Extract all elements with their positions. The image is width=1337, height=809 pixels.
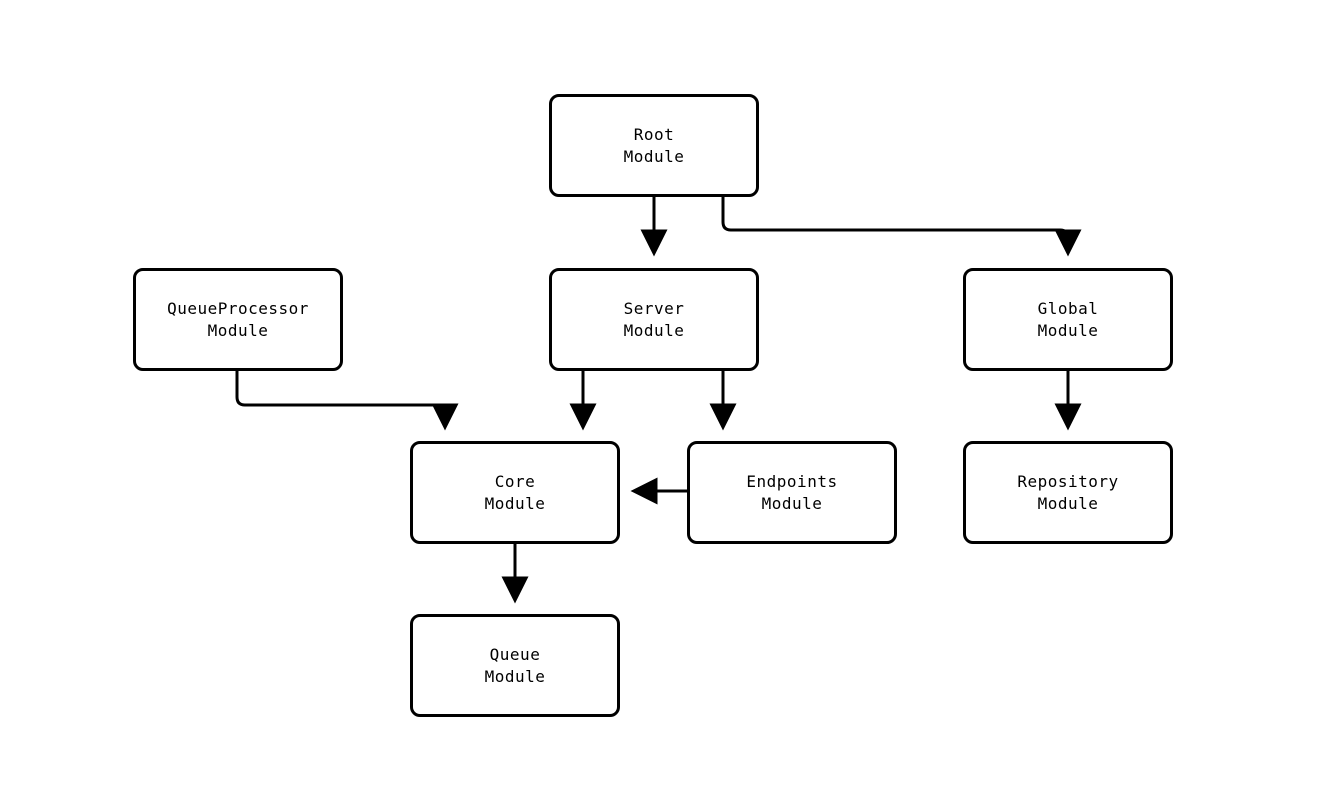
node-label-name: QueueProcessor [167, 298, 309, 318]
node-label-suffix: Module [761, 493, 823, 513]
node-label-suffix: Module [623, 146, 685, 166]
node-label-suffix: Module [1037, 493, 1099, 513]
node-label-name: Global [1037, 298, 1099, 318]
node-label-name: Queue [489, 644, 541, 664]
node-label-name: Server [623, 298, 685, 318]
node-label-suffix: Module [484, 666, 546, 686]
node-label-suffix: Module [623, 320, 685, 340]
edge-queueprocessor-to-core [235, 371, 459, 431]
node-label-name: Root [633, 124, 675, 144]
node-label-name: Core [494, 471, 536, 491]
node-label-suffix: Module [1037, 320, 1099, 340]
node-label-suffix: Module [484, 493, 546, 513]
edges-group [235, 197, 1082, 604]
node-label-suffix: Module [207, 320, 269, 340]
node-label-name: Endpoints [746, 471, 838, 491]
node-label-name: Repository [1017, 471, 1119, 491]
edge-root-to-global [721, 197, 1082, 257]
